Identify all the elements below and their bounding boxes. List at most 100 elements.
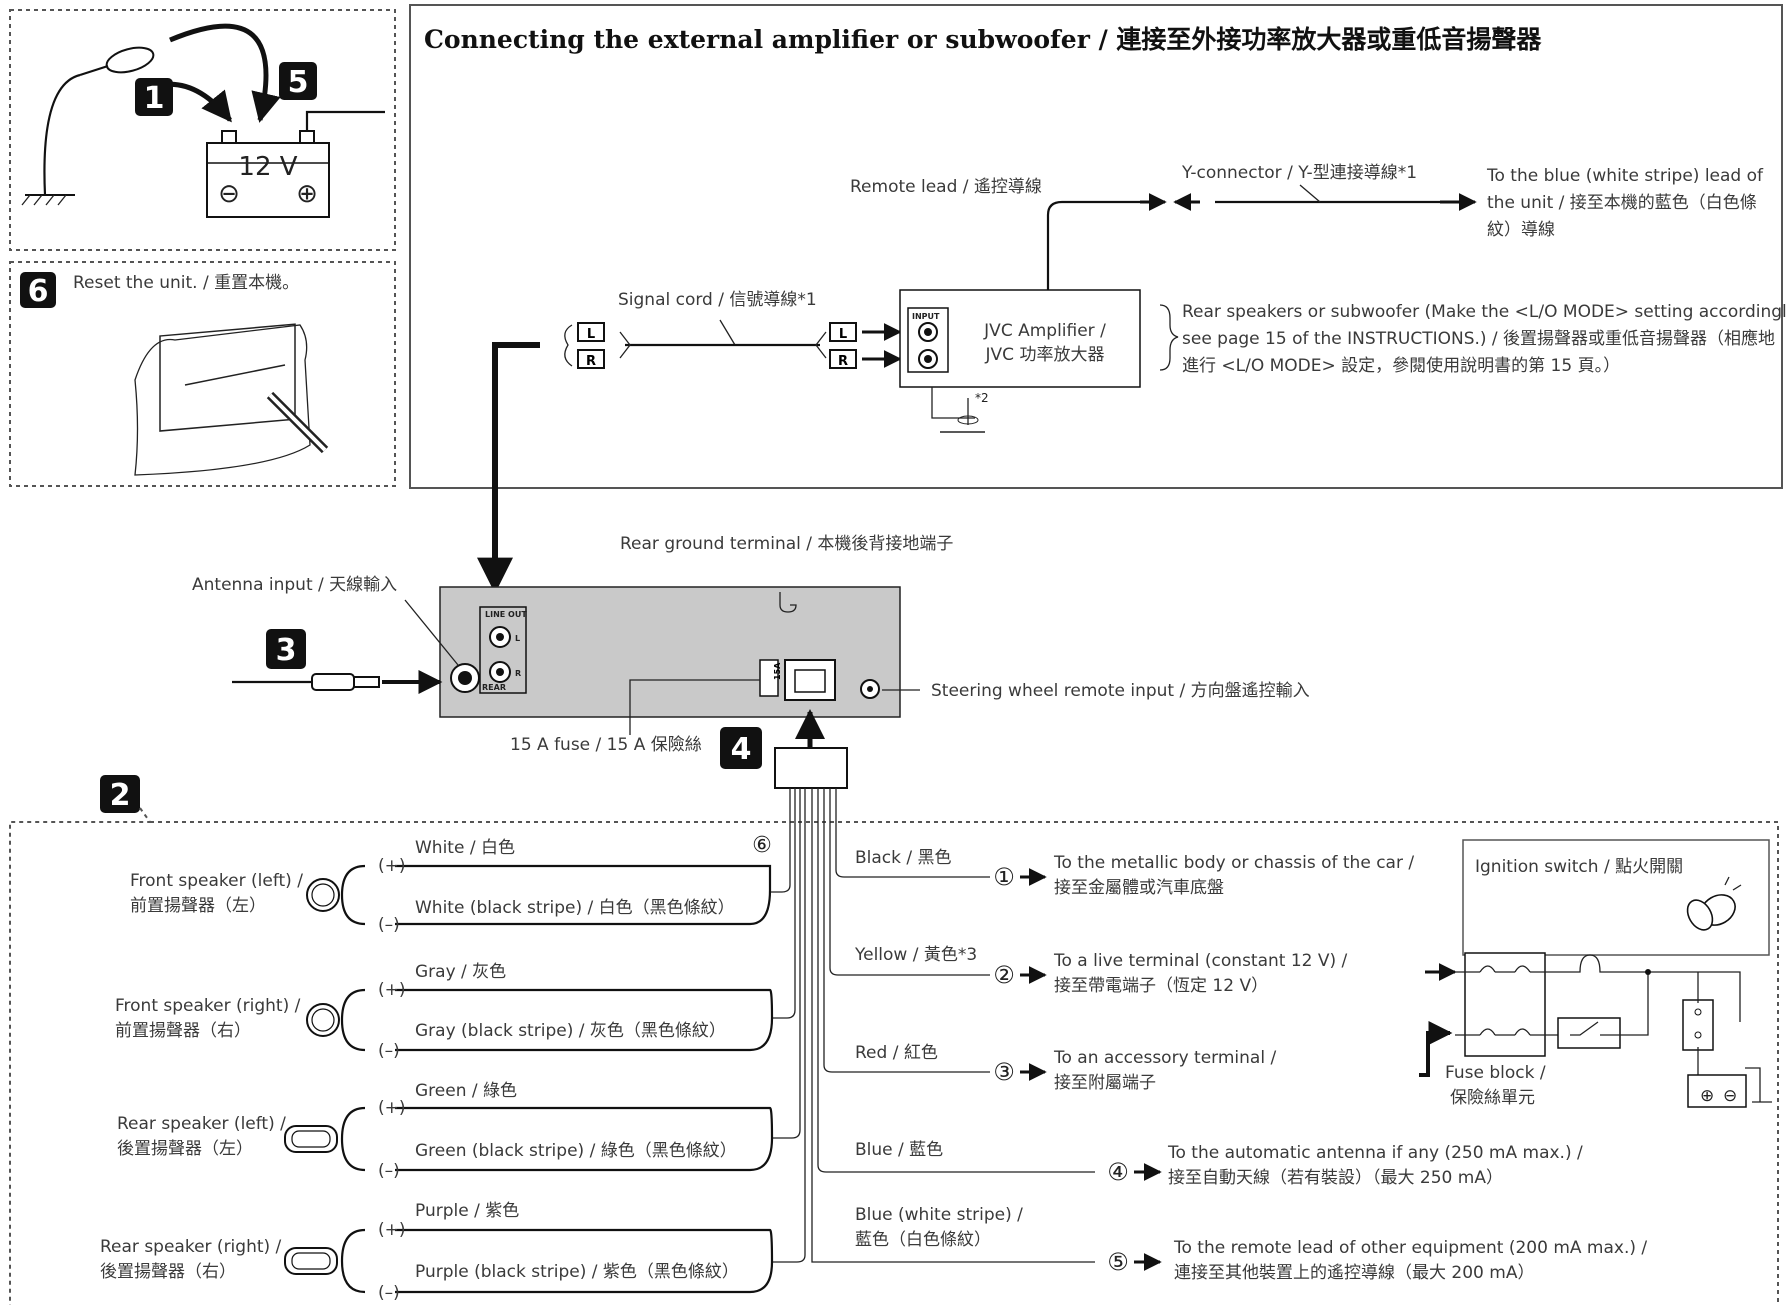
svg-text:後置揚聲器（左）: 後置揚聲器（左）: [117, 1139, 253, 1159]
svg-text:①: ①: [993, 863, 1015, 891]
rear-left-minus-wire: Green (black stripe) / 綠色（黑色條紋）: [415, 1141, 737, 1161]
ignition-switch-label: Ignition switch / 點火開關: [1475, 857, 1683, 877]
svg-text:To the metallic body or chassi: To the metallic body or chassis of the c…: [1053, 853, 1414, 873]
svg-text:15A: 15A: [773, 662, 782, 680]
svg-text:接至金屬體或汽車底盤: 接至金屬體或汽車底盤: [1054, 878, 1224, 898]
svg-text:Rear speaker (left) /: Rear speaker (left) /: [117, 1114, 286, 1134]
svg-text:Blue (white stripe) /: Blue (white stripe) /: [855, 1205, 1023, 1225]
svg-text:Red / 紅色: Red / 紅色: [855, 1043, 938, 1063]
svg-text:連接至其他裝置上的遙控導線（最大 200 mA）: 連接至其他裝置上的遙控導線（最大 200 mA）: [1174, 1263, 1534, 1283]
svg-text:藍色（白色條紋）: 藍色（白色條紋）: [855, 1230, 991, 1250]
svg-text:2: 2: [110, 778, 131, 813]
rear-right-minus-wire: Purple (black stripe) / 紫色（黑色條紋）: [415, 1262, 739, 1282]
line-out-jacks: LINE OUT L R REAR: [479, 606, 527, 694]
lead-row: Blue (white stripe) / 藍色（白色條紋） ⑤ To the …: [855, 1205, 1647, 1283]
lead-row: Blue / 藍色 ④ To the automatic antenna if …: [855, 1140, 1583, 1188]
svg-text:To the automatic antenna if an: To the automatic antenna if any (250 mA …: [1167, 1143, 1583, 1163]
svg-text:6: 6: [28, 274, 49, 309]
svg-text:(–): (–): [378, 1041, 400, 1061]
step-6-badge: [20, 272, 56, 308]
svg-text:Yellow / 黃色*3: Yellow / 黃色*3: [854, 945, 977, 965]
battery: 12 V ⊖ ⊕: [206, 110, 385, 218]
svg-text:To an accessory terminal /: To an accessory terminal /: [1053, 1048, 1276, 1068]
svg-text:⊖: ⊖: [1723, 1086, 1737, 1106]
fuse-block-label: Fuse block /: [1445, 1063, 1546, 1083]
fuse-and-connector: 15A: [759, 659, 836, 701]
blue-lead-line3: 紋）導線: [1487, 220, 1555, 240]
svg-text:③: ③: [993, 1058, 1015, 1086]
rear-left-plus-wire: Green / 綠色: [415, 1081, 517, 1101]
svg-text:Blue / 藍色: Blue / 藍色: [855, 1140, 943, 1160]
speaker-row: Front speaker (right) / 前置揚聲器（右） (+) (–)…: [115, 962, 774, 1061]
svg-text:LINE OUT: LINE OUT: [485, 610, 527, 619]
svg-text:(–): (–): [378, 1283, 400, 1303]
battery-voltage-label: 12 V: [238, 152, 297, 182]
car-battery-icon: [1687, 1074, 1747, 1108]
harness-wires: [770, 788, 1095, 1263]
battery-panel: 1 5 12 V ⊖ ⊕: [9, 9, 396, 251]
unit-faceplate-icon: [134, 324, 311, 476]
step-2-badge: [100, 775, 140, 813]
ignition-block: Ignition switch / 點火開關 ⊕ ⊖ Fuse block / …: [1419, 839, 1772, 1108]
svg-text:(+): (+): [378, 1098, 406, 1118]
remote-lead-label: Remote lead / 遙控導線: [850, 177, 1042, 197]
svg-text:Front speaker (right) /: Front speaker (right) /: [115, 996, 301, 1016]
antenna-input-label: Antenna input / 天線輸入: [192, 575, 397, 595]
jvc-amplifier: INPUT JVC Amplifier / JVC 功率放大器: [899, 289, 1141, 388]
svg-text:R: R: [586, 354, 596, 369]
svg-text:L: L: [515, 634, 520, 643]
svg-text:⊕: ⊕: [1700, 1086, 1714, 1106]
speaker-row: Rear speaker (right) / 後置揚聲器（右） (+) (–) …: [100, 1201, 774, 1303]
svg-text:接至帶電端子（恆定 12 V）: 接至帶電端子（恆定 12 V）: [1054, 976, 1268, 996]
speaker-icon: [284, 1247, 338, 1275]
steering-remote-label: Steering wheel remote input / 方向盤遙控輸入: [931, 681, 1310, 701]
speaker-group-number: ⑥: [752, 833, 772, 858]
front-right-minus-wire: Gray (black stripe) / 灰色（黑色條紋）: [415, 1021, 726, 1041]
svg-text:前置揚聲器（右）: 前置揚聲器（右）: [115, 1021, 251, 1041]
plus-terminal-icon: ⊕: [296, 179, 318, 209]
head-unit-rear: Rear ground terminal / 本機後背接地端子 LINE OUT…: [439, 534, 953, 718]
svg-text:Black / 黑色: Black / 黑色: [855, 848, 952, 868]
page-title: Connecting the external amplifier or sub…: [424, 25, 1542, 54]
svg-text:Rear speaker (right) /: Rear speaker (right) /: [100, 1237, 282, 1257]
svg-text:L: L: [587, 327, 595, 342]
rear-right-plus-wire: Purple / 紫色: [415, 1201, 519, 1221]
svg-text:前置揚聲器（左）: 前置揚聲器（左）: [130, 896, 266, 916]
svg-text:④: ④: [1107, 1158, 1129, 1186]
front-left-plus-wire: White / 白色: [415, 838, 515, 858]
svg-text:*2: *2: [975, 391, 989, 405]
front-left-minus-wire: White (black stripe) / 白色（黑色條紋）: [415, 898, 735, 918]
svg-text:To the remote lead of other eq: To the remote lead of other equipment (2…: [1173, 1238, 1647, 1258]
lead-row: Red / 紅色 ③ To an accessory terminal / 接至…: [855, 1043, 1276, 1093]
svg-text:Front speaker (left) /: Front speaker (left) /: [130, 871, 303, 891]
harness-connector: [774, 747, 848, 789]
svg-text:To a live terminal (constant 1: To a live terminal (constant 12 V) /: [1053, 951, 1348, 971]
svg-text:INPUT: INPUT: [912, 312, 940, 321]
step-4-badge: [720, 727, 762, 769]
key-icon: [1686, 876, 1742, 931]
fuse-block-label-zh: 保險絲單元: [1450, 1088, 1535, 1108]
svg-text:後置揚聲器（右）: 後置揚聲器（右）: [100, 1262, 236, 1282]
speaker-row: Rear speaker (left) / 後置揚聲器（左） (+) (–) G…: [117, 1081, 774, 1181]
reset-panel: 6 Reset the unit. / 重置本機。: [9, 261, 396, 487]
rear-ground-label: Rear ground terminal / 本機後背接地端子: [620, 534, 953, 554]
svg-text:(+): (+): [378, 1220, 406, 1240]
svg-text:1: 1: [144, 81, 165, 116]
svg-text:⑤: ⑤: [1107, 1248, 1129, 1276]
svg-text:REAR: REAR: [482, 683, 506, 692]
svg-text:3: 3: [276, 633, 297, 668]
svg-text:R: R: [515, 669, 521, 678]
svg-text:L: L: [839, 327, 847, 342]
svg-text:5: 5: [288, 65, 309, 100]
left-rca-plugs: L R: [564, 322, 605, 369]
front-right-plus-wire: Gray / 灰色: [415, 962, 506, 982]
svg-text:(+): (+): [378, 856, 406, 876]
step-1-badge: 1: [135, 78, 173, 116]
svg-text:(–): (–): [378, 1161, 400, 1181]
step-5-badge: 5: [279, 62, 317, 100]
reset-label: Reset the unit. / 重置本機。: [73, 273, 299, 293]
svg-text:接至附屬端子: 接至附屬端子: [1054, 1073, 1156, 1093]
rear-speakers-line2: see page 15 of the INSTRUCTIONS.) / 後置揚聲…: [1182, 328, 1775, 349]
rear-speakers-line3: 進行 <L/O MODE> 設定，參閱使用說明書的第 15 頁。）: [1182, 355, 1620, 376]
svg-text:R: R: [838, 354, 848, 369]
